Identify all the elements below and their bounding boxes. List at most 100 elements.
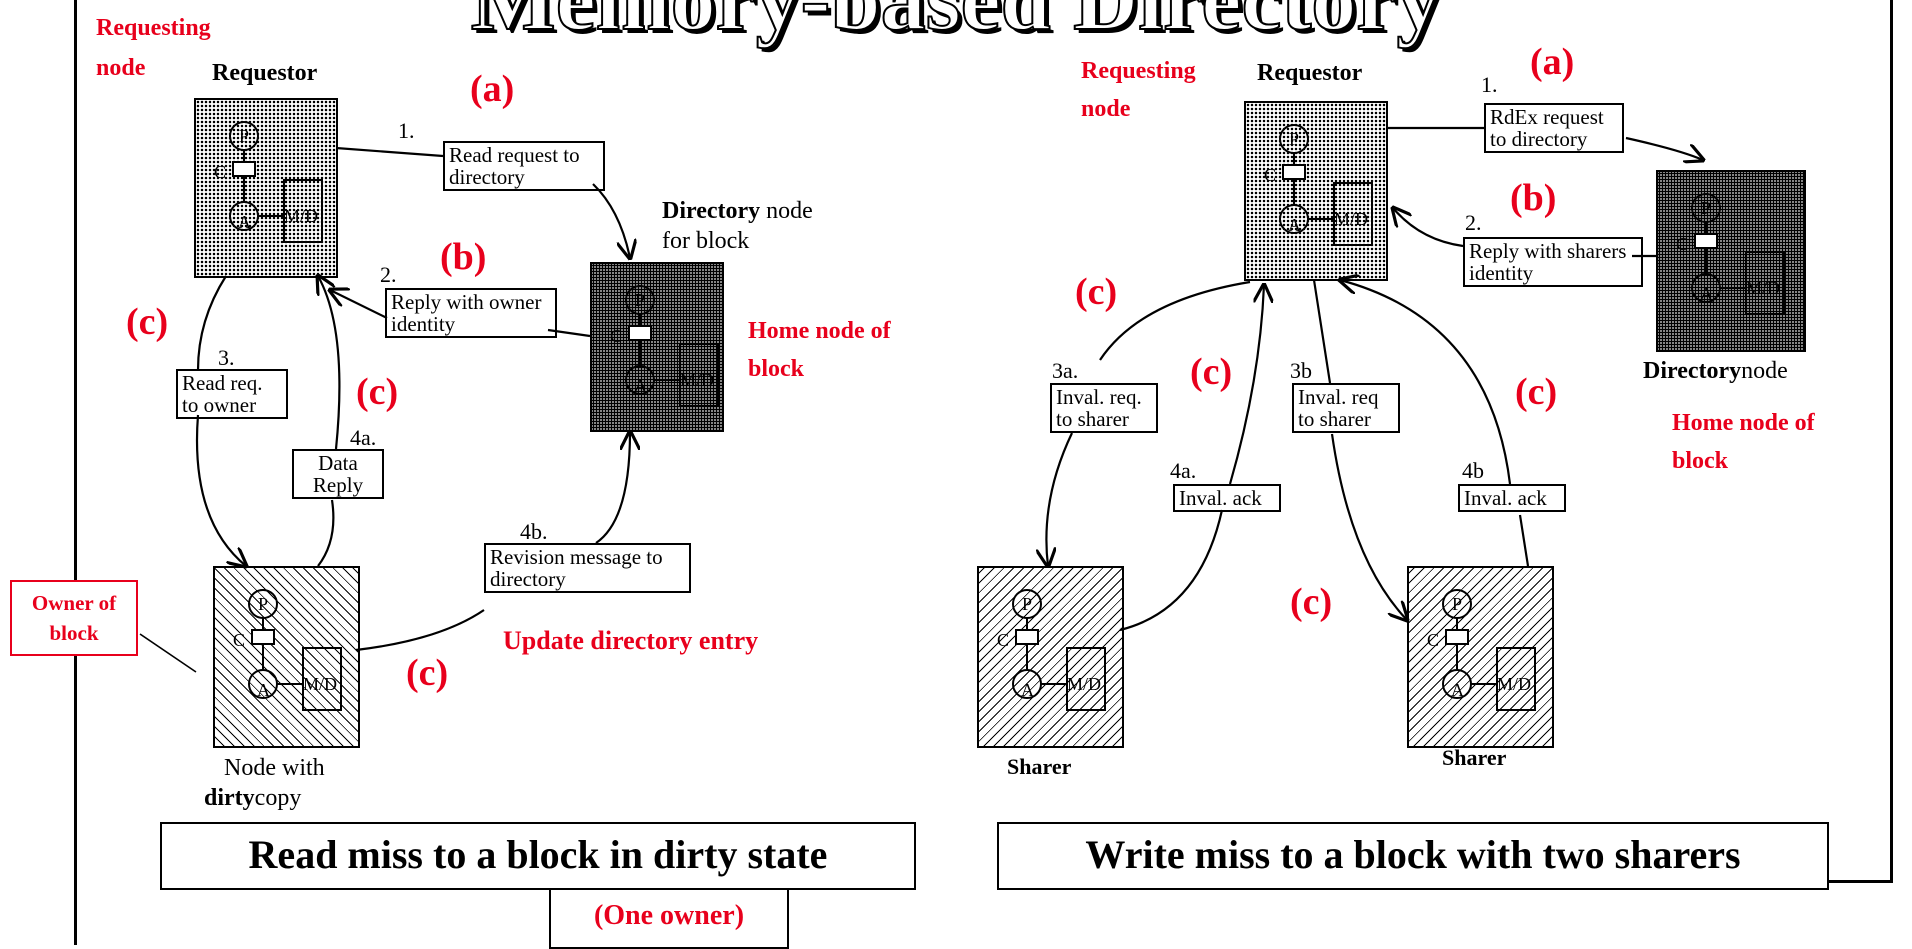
left-directory-cache-label: C xyxy=(610,326,622,346)
right-sharer-1-label: Sharer xyxy=(1007,754,1072,779)
left-requestor-cache-box xyxy=(232,161,256,177)
left-msg-1-box: Read request to directory xyxy=(443,141,605,191)
left-owner-assist-label: A xyxy=(257,680,270,700)
right-home-node-label: Home node of block xyxy=(1672,410,1815,474)
left-msg-3-box: Read req. to owner xyxy=(176,369,288,419)
left-one-owner-box: (One owner) xyxy=(549,888,789,949)
left-arrow-3 xyxy=(195,275,246,566)
right-sharer-2-cache-box xyxy=(1445,629,1469,645)
left-owner-node xyxy=(213,566,360,748)
right-requestor-processor-label: P xyxy=(1289,129,1299,149)
left-step-c-1: (c) xyxy=(126,301,169,343)
left-msg-4b-num: 4b. xyxy=(520,519,548,544)
right-sharer-1-cache-box xyxy=(1015,629,1039,645)
left-directory-processor-label: P xyxy=(635,290,645,310)
left-home-node-label: Home node of block xyxy=(748,318,891,382)
left-msg-1-num: 1. xyxy=(398,118,415,143)
right-requestor-cache-label: C xyxy=(1264,165,1276,185)
left-msg-4a-box: Data Reply xyxy=(292,449,384,499)
right-directory-node xyxy=(1656,170,1806,352)
right-msg-2-num: 2. xyxy=(1465,210,1482,235)
right-sharer-1-cache-label: C xyxy=(997,630,1009,650)
right-msg-3b-num: 3b xyxy=(1290,358,1312,383)
left-directory-node xyxy=(590,262,724,432)
right-sharer-2-memory-box xyxy=(1496,647,1536,711)
left-requestor-memory-label: M/D xyxy=(284,206,318,226)
right-requestor-assist-label: A xyxy=(1288,215,1301,235)
left-arrow-2 xyxy=(330,290,591,338)
left-update-entry-label: Update directory entry xyxy=(503,626,759,655)
right-directory-memory-label: M/D xyxy=(1746,278,1780,298)
right-msg-4b-box: Inval. ack xyxy=(1458,484,1566,512)
right-step-c-3: (c) xyxy=(1515,371,1558,413)
left-owner-of-block-box: Owner of block xyxy=(10,580,138,656)
right-step-c-1: (c) xyxy=(1075,271,1118,313)
right-arrow-1 xyxy=(1386,126,1703,160)
left-requestor-label: Requestor xyxy=(212,60,318,86)
right-requestor-memory-box xyxy=(1333,182,1373,246)
right-arrow-4b xyxy=(1340,280,1530,567)
right-sharer-2-memory-label: M/D xyxy=(1497,674,1531,694)
right-sharer-1-memory-label: M/D xyxy=(1067,674,1101,694)
left-requestor-node xyxy=(194,98,338,278)
right-directory-cache-box xyxy=(1694,233,1718,249)
right-msg-1-num: 1. xyxy=(1481,72,1498,97)
right-arrow-3b xyxy=(1312,279,1407,620)
left-owner-memory-label: M/D xyxy=(303,674,337,694)
slide-title: Memory-based Directory xyxy=(0,0,1912,51)
right-requestor-memory-label: M/D xyxy=(1334,209,1368,229)
right-directory-memory-box xyxy=(1745,251,1785,315)
right-step-c-2: (c) xyxy=(1190,351,1233,393)
left-dirty-copy-label: dirtycopy xyxy=(204,785,302,811)
right-directory-cache-label: C xyxy=(1676,234,1688,254)
right-sharer-node-2 xyxy=(1407,566,1554,748)
left-directory-node-label: Directory node xyxy=(662,198,813,224)
slide-border-right xyxy=(1890,0,1893,882)
left-owner-pointer xyxy=(139,633,197,673)
left-requestor-assist-label: A xyxy=(238,212,251,232)
slide-border-left xyxy=(74,0,77,945)
right-step-a: (a) xyxy=(1530,41,1575,83)
left-node-with-label: Node with xyxy=(224,755,325,781)
right-msg-3b-box: Inval. req to sharer xyxy=(1292,383,1400,433)
left-arrow-1 xyxy=(335,146,630,258)
right-msg-1-box: RdEx request to directory xyxy=(1484,103,1624,153)
right-msg-4a-box: Inval. ack xyxy=(1173,484,1281,512)
right-sharer-2-label: Sharer xyxy=(1442,745,1507,770)
right-msg-2-box: Reply with sharers identity xyxy=(1463,237,1643,287)
right-msg-3a-num: 3a. xyxy=(1052,358,1079,383)
right-directory-processor-label: P xyxy=(1701,198,1711,218)
right-sharer-2-cache-label: C xyxy=(1427,630,1439,650)
right-sharer-node-1 xyxy=(977,566,1124,748)
right-requestor-label: Requestor xyxy=(1257,60,1363,86)
right-sharer-1-assist-label: A xyxy=(1021,680,1034,700)
left-msg-2-box: Reply with owner identity xyxy=(385,288,557,338)
right-directory-assist-label: A xyxy=(1700,284,1713,304)
left-msg-2-num: 2. xyxy=(380,262,397,287)
right-directory-node-label: Directorynode xyxy=(1643,358,1788,384)
right-sharer-2-assist-label: A xyxy=(1451,680,1464,700)
left-for-block-label: for block xyxy=(662,228,750,254)
left-caption-box: Read miss to a block in dirty state xyxy=(160,822,916,890)
right-arrow-4a xyxy=(1119,285,1264,632)
left-requestor-memory-box xyxy=(283,179,323,243)
left-msg-3-num: 3. xyxy=(218,345,235,370)
left-requestor-processor-label: P xyxy=(239,126,249,146)
left-owner-memory-box xyxy=(302,647,342,711)
left-msg-4b-box: Revision message to directory xyxy=(484,543,691,593)
left-step-c-2: (c) xyxy=(356,371,399,413)
left-directory-memory-box xyxy=(679,343,719,407)
left-step-a: (a) xyxy=(470,68,515,110)
left-arrow-4b xyxy=(355,432,630,652)
right-step-c-4: (c) xyxy=(1290,581,1333,623)
left-owner-processor-label: P xyxy=(258,594,268,614)
left-requestor-cache-label: C xyxy=(214,162,226,182)
left-requesting-node-label: Requesting node xyxy=(96,15,211,81)
right-requestor-cache-box xyxy=(1282,164,1306,180)
left-step-b: (b) xyxy=(440,236,487,278)
right-msg-4a-num: 4a. xyxy=(1170,458,1197,483)
right-msg-3a-box: Inval. req. to sharer xyxy=(1050,383,1158,433)
right-requesting-node-label: Requesting node xyxy=(1081,58,1196,122)
left-directory-cache-box xyxy=(628,325,652,341)
